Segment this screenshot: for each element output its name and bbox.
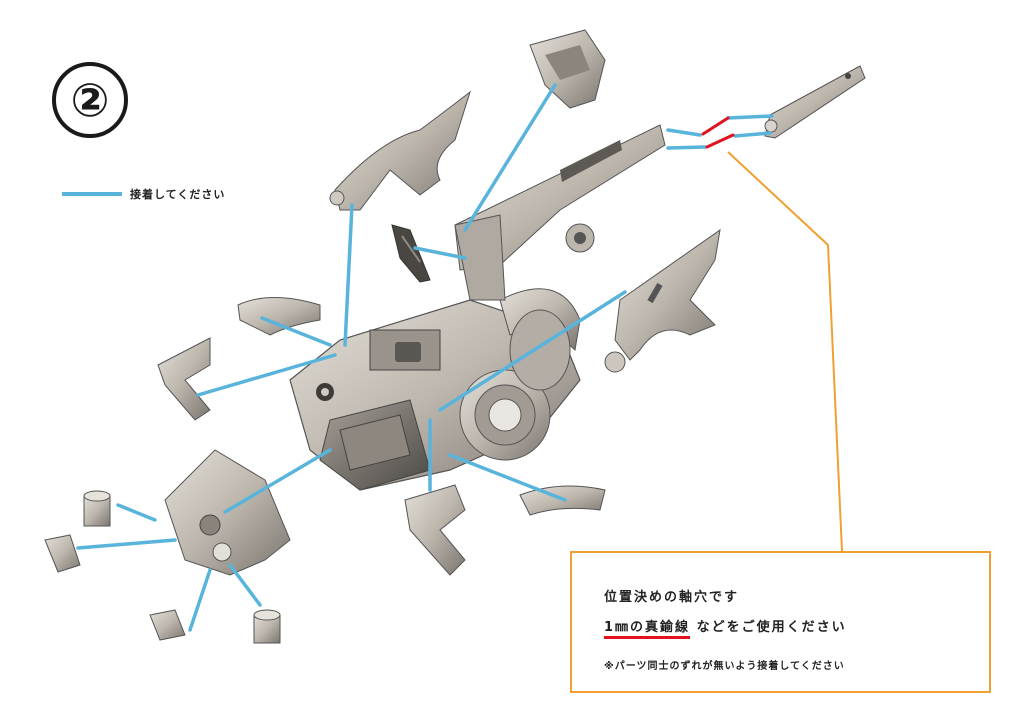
main-body-part (289, 299, 581, 491)
glue-lines (76, 83, 774, 632)
note-brass-wire: 1㎜の真鍮線 (604, 620, 691, 639)
note-line-3: ※パーツ同士のずれが無いよう接着してください (604, 661, 845, 672)
step-number: ② (70, 73, 110, 127)
long-arm-part (454, 124, 666, 301)
rod-part (764, 65, 866, 139)
lower-bracket-part (404, 484, 466, 576)
small-clip-left-part (44, 534, 81, 573)
curved-panel-part (237, 297, 321, 336)
l-bracket-part (157, 337, 211, 421)
step-number-badge: ② (52, 62, 128, 138)
note-line-1: 位置決めの軸穴です (604, 590, 740, 605)
legend: 接着してください (62, 186, 225, 202)
front-cylinder-part (459, 369, 551, 461)
pin-lines (701, 116, 735, 149)
upper-wing-part (329, 90, 471, 211)
note-line-2: 1㎜の真鍮線 などをご使用ください (604, 616, 847, 639)
small-cylinder-left-part (83, 490, 111, 527)
note-box: 位置決めの軸穴です 1㎜の真鍮線 などをご使用ください ※パーツ同士のずれが無い… (570, 551, 991, 693)
note-line-2-rest: などをご使用ください (690, 620, 847, 635)
vent-panel-part (391, 224, 431, 283)
small-cylinder-bottom-part (253, 609, 281, 644)
glue-line-swatch (62, 192, 122, 196)
small-clip-bottom-part (149, 609, 186, 641)
callout-line (727, 151, 843, 552)
legend-label: 接着してください (130, 188, 226, 201)
cap-part (529, 29, 606, 109)
right-bracket-part (604, 228, 721, 373)
